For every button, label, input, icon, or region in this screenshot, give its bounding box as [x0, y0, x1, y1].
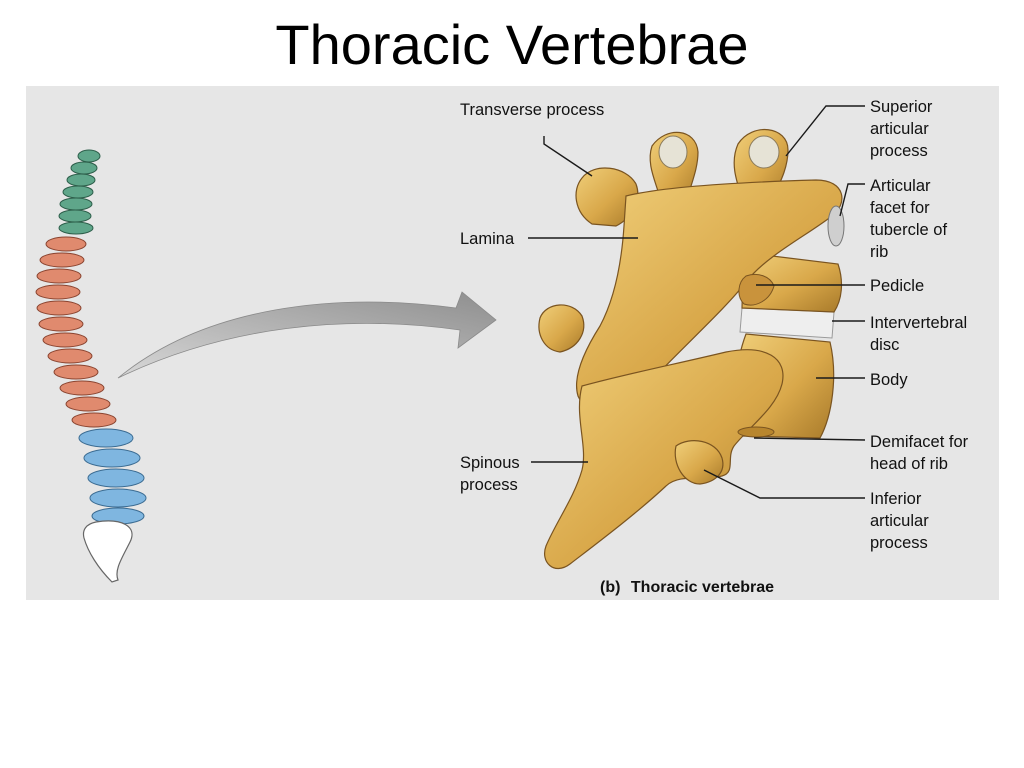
figure-caption: (b) Thoracic vertebrae	[600, 579, 774, 596]
label-inferior-line-3: process	[870, 534, 928, 552]
label-spinous-process-line-1: Spinous	[460, 454, 520, 472]
label-transverse-process-line: Transverse process	[460, 101, 604, 119]
caption-text: Thoracic vertebrae	[631, 579, 774, 596]
label-superior-line-2: articular	[870, 120, 929, 138]
label-lamina-line: Lamina	[460, 230, 515, 248]
sacrum-region	[82, 520, 133, 583]
demifacet-shape	[737, 426, 775, 438]
label-facet-line-4: rib	[870, 243, 888, 261]
label-lamina: Lamina	[460, 230, 515, 248]
label-demifacet-line-2: head of rib	[870, 455, 948, 473]
label-facet-line-2: facet for	[870, 199, 930, 217]
label-disc-line-1: Intervertebral	[870, 314, 967, 332]
label-inferior-line-1: Inferior	[870, 490, 922, 508]
label-inferior-articular-process: Inferior articular process	[870, 490, 933, 552]
label-transverse-process: Transverse process	[460, 101, 604, 119]
label-superior-line-1: Superior	[870, 98, 933, 116]
label-spinous-process-line-2: process	[460, 476, 518, 494]
label-inferior-line-2: articular	[870, 512, 929, 530]
label-body-line: Body	[870, 371, 908, 389]
lamina-shape	[576, 179, 843, 409]
label-superior-articular-process: Superior articular process	[870, 98, 937, 160]
slide-title: Thoracic Vertebrae	[275, 13, 749, 76]
label-facet-line-3: tubercle of	[870, 221, 947, 239]
label-facet-line-1: Articular	[870, 177, 931, 195]
label-pedicle: Pedicle	[870, 277, 924, 295]
label-intervertebral-disc: Intervertebral disc	[870, 314, 972, 354]
label-superior-line-3: process	[870, 142, 928, 160]
label-spinous-process: Spinous process	[460, 454, 524, 494]
lower-transverse-process	[538, 304, 585, 353]
cervical-region	[58, 149, 101, 235]
label-body: Body	[870, 371, 908, 389]
curved-arrow	[117, 291, 497, 379]
pedicle-shape	[738, 273, 775, 306]
label-demifacet-line-1: Demifacet for	[870, 433, 969, 451]
label-pedicle-line: Pedicle	[870, 277, 924, 295]
spine-illustration	[35, 149, 147, 583]
vertebrae-diagram: Transverse process Lamina Spinous proces…	[35, 98, 973, 596]
thoracic-region	[35, 236, 117, 428]
caption-prefix: (b)	[600, 579, 620, 596]
diagram-labels: Transverse process Lamina Spinous proces…	[460, 98, 973, 596]
lumbar-region	[78, 428, 147, 525]
leader-lines	[528, 105, 866, 499]
label-articular-facet: Articular facet for tubercle of rib	[870, 177, 952, 261]
figure-panel: Transverse process Lamina Spinous proces…	[26, 86, 999, 600]
label-demifacet: Demifacet for head of rib	[870, 433, 973, 473]
intervertebral-disc-shape	[739, 307, 835, 339]
vertebrae-illustration	[538, 129, 845, 570]
label-disc-line-2: disc	[870, 336, 899, 354]
